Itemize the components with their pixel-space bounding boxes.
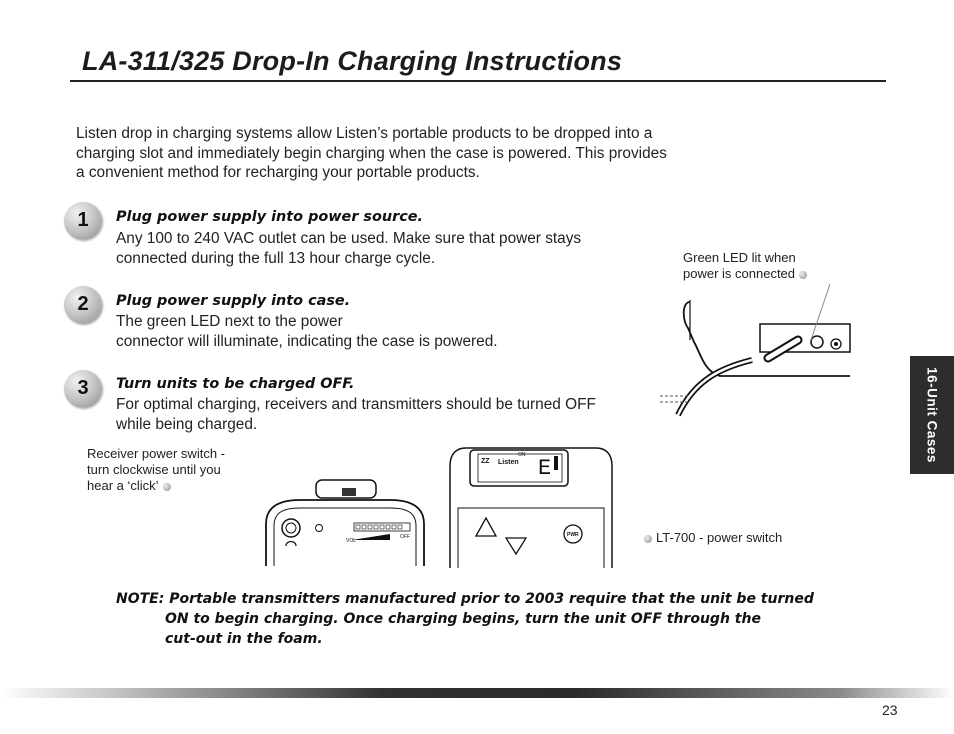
receiver-callout-line: Receiver power switch - [87, 446, 225, 461]
step-2-body: The green LED next to the power connecto… [116, 312, 498, 352]
step-2-line: connector will illuminate, indicating th… [116, 333, 498, 350]
page-number: 23 [882, 702, 898, 718]
tx-brand-label: Listen [498, 459, 519, 466]
receiver-switch-callout: Receiver power switch - turn clockwise u… [87, 446, 225, 494]
title-rule [70, 80, 886, 82]
side-tab-label: 16-Unit Cases [924, 367, 940, 463]
step-2-badge: 2 [64, 286, 102, 324]
step-3-line: For optimal charging, receivers and tran… [116, 396, 596, 413]
step-1-line: connected during the full 13 hour charge… [116, 250, 436, 267]
side-tab: 16-Unit Cases [910, 356, 954, 474]
lcd-icon: ZZ [481, 458, 490, 465]
intro-line: charging slot and immediately begin char… [76, 144, 667, 162]
note-line: cut-out in the foam. [165, 631, 323, 647]
down-arrow-button-icon [504, 537, 528, 556]
note-line: ON to begin charging. Once charging begi… [165, 611, 761, 627]
step-3-line: while being charged. [116, 416, 258, 433]
intro-line: a convenient method for recharging your … [76, 164, 480, 181]
green-led-icon [810, 335, 824, 349]
callout-leader [810, 283, 831, 341]
green-led-callout-line: power is connected [683, 266, 808, 282]
receiver-callout-line: hear a ‘click’ [87, 478, 225, 494]
power-switch-dial [353, 522, 411, 532]
jack-icon [315, 524, 323, 532]
step-2-line: The green LED next to the power [116, 313, 343, 330]
receiver-illustration: VOL OFF [265, 479, 425, 566]
charging-case-illustration [660, 283, 851, 417]
green-led-callout-line: Green LED lit when [683, 250, 796, 265]
intro-paragraph: Listen drop in charging systems allow Li… [76, 124, 796, 183]
receiver-body [265, 499, 425, 566]
lt700-callout-text: LT-700 - power switch [656, 530, 783, 545]
receiver-vol-label: VOL [346, 538, 356, 544]
transmitter-illustration: ZZ Listen ON E PWR [449, 447, 613, 568]
tx-segment-display: E [538, 456, 551, 481]
page-title: LA-311/325 Drop-In Charging Instructions [82, 46, 623, 76]
receiver-off-label: OFF [400, 534, 410, 540]
callout-dot-icon [162, 482, 171, 491]
connector-icon [830, 338, 842, 350]
green-led-callout: Green LED lit when power is connected [683, 250, 808, 282]
step-1-body: Any 100 to 240 VAC outlet can be used. M… [116, 229, 581, 269]
callout-dot-icon [799, 270, 808, 279]
footer-bar [0, 688, 954, 698]
receiver-callout-line: turn clockwise until you [87, 462, 221, 477]
up-arrow-button-icon [474, 516, 498, 537]
step-3-body: For optimal charging, receivers and tran… [116, 395, 596, 435]
intro-line: Listen drop in charging systems allow Li… [76, 125, 653, 142]
case-outline [682, 301, 850, 377]
note-label: NOTE: [116, 591, 165, 607]
callout-dot-icon [644, 534, 652, 543]
connector-center-icon [834, 342, 838, 346]
step-2-heading: Plug power supply into case. [116, 293, 351, 309]
receiver-callout-text: hear a ‘click’ [87, 478, 159, 493]
volume-knob-icon [281, 518, 301, 538]
step-1-heading: Plug power supply into power source. [116, 209, 423, 225]
step-1-badge: 1 [64, 202, 102, 240]
note-line-1: NOTE: Portable transmitters manufactured… [116, 589, 814, 609]
tx-on-label: ON [518, 452, 526, 458]
case-panel [759, 323, 851, 353]
green-led-callout-text: power is connected [683, 266, 796, 281]
lt700-callout: LT-700 - power switch [644, 530, 782, 546]
power-cable-icon [675, 357, 753, 417]
headphone-icon [285, 540, 297, 547]
note-text: Portable transmitters manufactured prior… [169, 591, 814, 607]
power-button-icon [563, 524, 583, 544]
step-3-heading: Turn units to be charged OFF. [116, 376, 355, 392]
step-1-line: Any 100 to 240 VAC outlet can be used. M… [116, 230, 582, 247]
note-block: NOTE: Portable transmitters manufactured… [116, 589, 814, 649]
tx-pwr-label: PWR [567, 532, 579, 538]
volume-wedge [352, 534, 390, 540]
step-3-badge: 3 [64, 370, 102, 408]
